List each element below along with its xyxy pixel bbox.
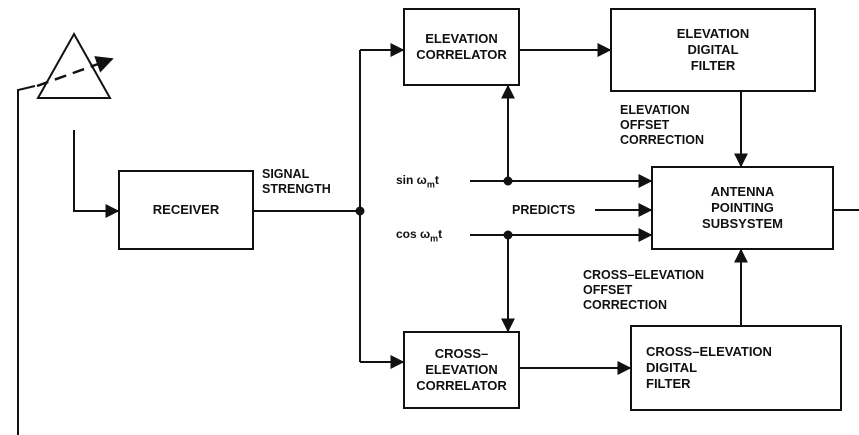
cos-junction-dot <box>503 230 513 240</box>
cross-elevation-correlator-block: CROSS–ELEVATION CORRELATOR <box>403 331 520 409</box>
antenna-feedback-line <box>17 85 36 435</box>
cos-subscript: m <box>430 233 439 244</box>
elevation-offset-correction-label: ELEVATION OFFSET CORRECTION <box>620 103 705 147</box>
antenna-icon <box>36 31 112 99</box>
sin-junction-dot <box>503 176 513 186</box>
sin-subscript: m <box>426 179 435 190</box>
antenna-pointing-subsystem-block: ANTENNA POINTING SUBSYSTEM <box>651 166 834 250</box>
cos-signal-label: cos ωmt <box>396 227 442 243</box>
cross-elevation-offset-correction-label: CROSS–ELEVATION OFFSET CORRECTION <box>583 268 705 312</box>
predicts-label: PREDICTS <box>512 203 576 217</box>
cross-elevation-digital-filter-block: CROSS–ELEVATION DIGITAL FILTER <box>630 325 842 411</box>
signal-strength-label: SIGNAL STRENGTH <box>262 167 331 196</box>
sin-prefix: sin ω <box>396 173 427 187</box>
elevation-digital-filter-block: ELEVATION DIGITAL FILTER <box>610 8 816 92</box>
cos-suffix: t <box>438 227 443 241</box>
sin-signal-label: sin ωmt <box>396 173 439 189</box>
antenna-to-receiver-line <box>73 130 120 218</box>
antenna-beam-dashed-icon <box>36 56 114 88</box>
receiver-block: RECEIVER <box>118 170 254 250</box>
signal-junction-dot <box>355 206 365 216</box>
sin-suffix: t <box>434 173 439 187</box>
cos-prefix: cos ω <box>396 227 431 241</box>
elevation-correlator-block: ELEVATION CORRELATOR <box>403 8 520 86</box>
